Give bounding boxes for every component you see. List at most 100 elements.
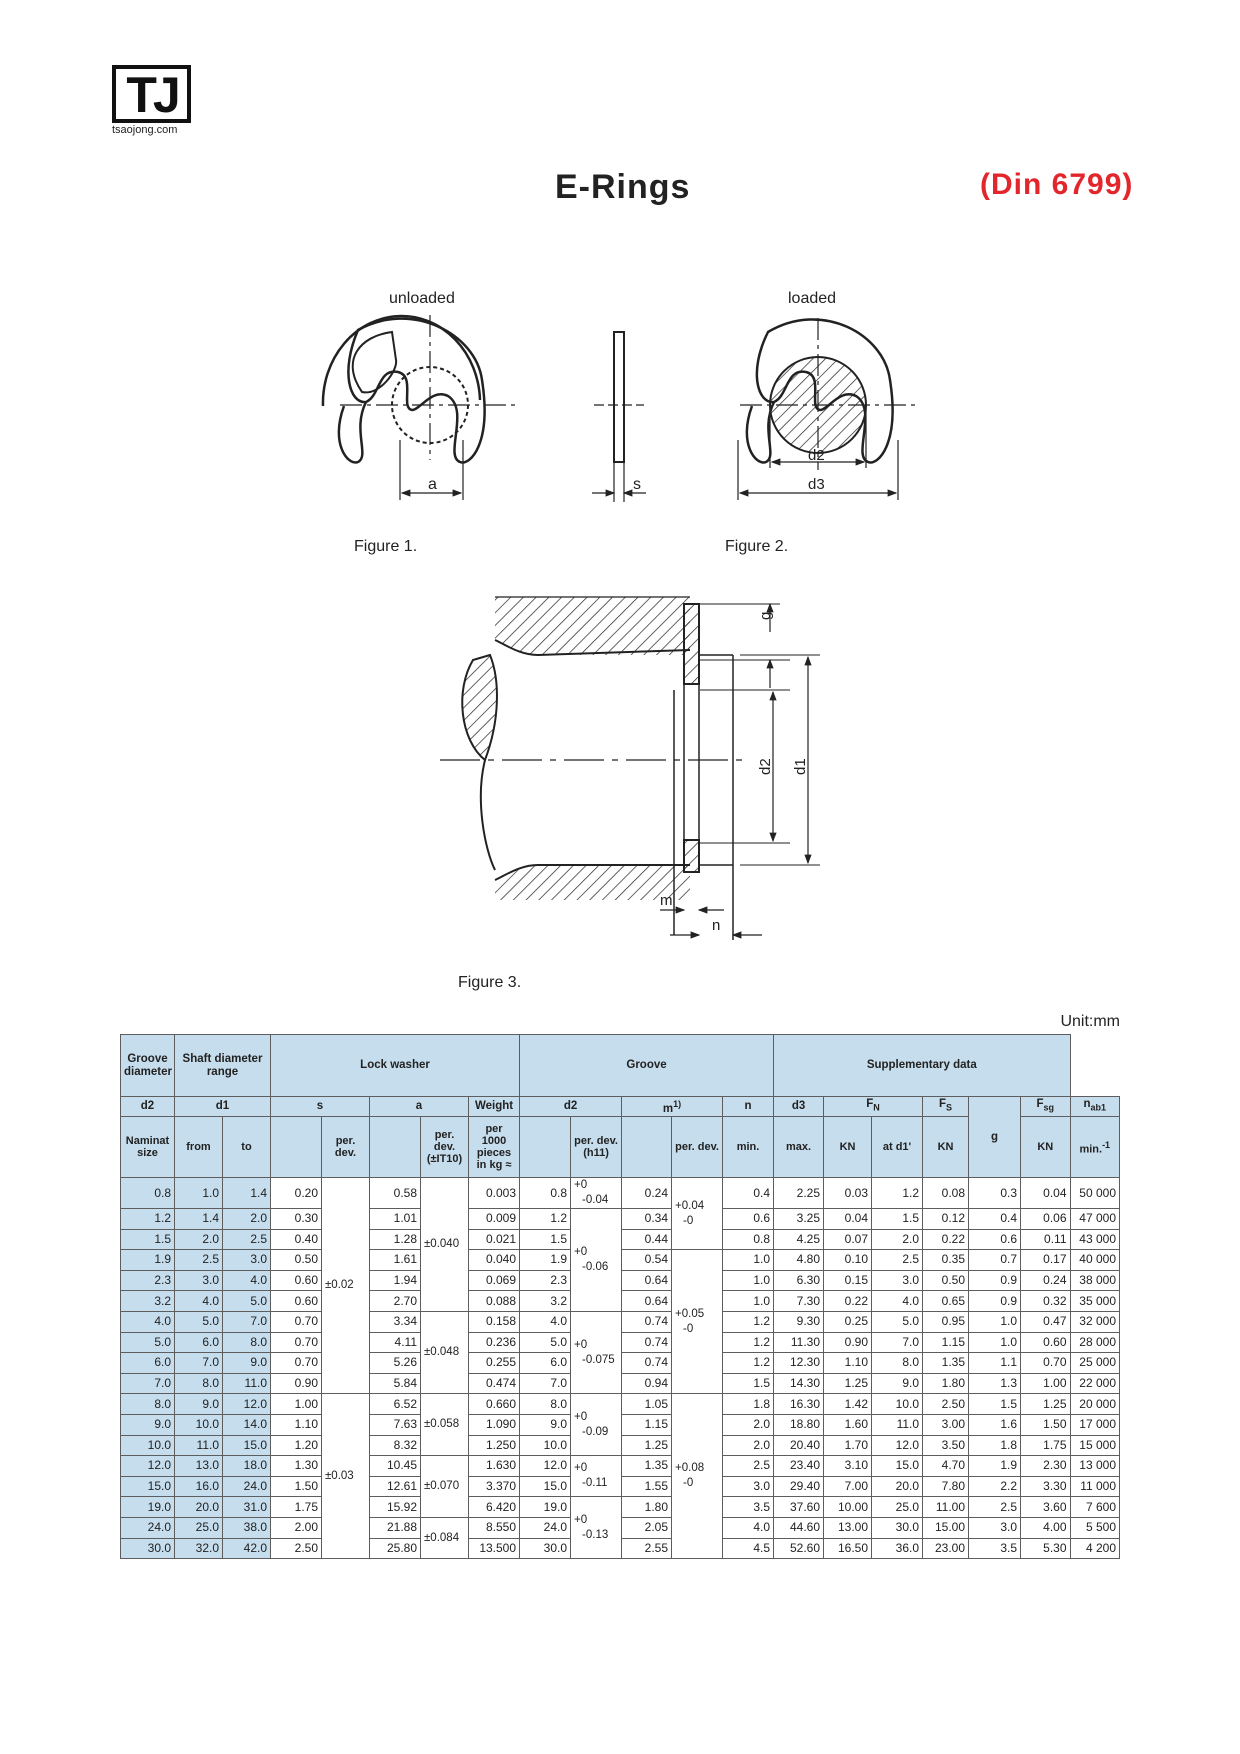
sym-fn-sub: N bbox=[873, 1102, 880, 1113]
cell: 22 000 bbox=[1069, 1372, 1121, 1395]
cell: 2.0 bbox=[174, 1228, 223, 1251]
cell: 1.5 bbox=[120, 1228, 175, 1251]
cell: 9.0 bbox=[222, 1352, 271, 1374]
cell: 1.70 bbox=[823, 1434, 873, 1457]
tolerance-d2-line: -0.09 bbox=[582, 1425, 609, 1438]
cell: 3.5 bbox=[722, 1496, 775, 1518]
dim-label-d3: d3 bbox=[808, 476, 825, 493]
cell: 0.040 bbox=[467, 1249, 521, 1271]
cell: 9.30 bbox=[773, 1310, 825, 1333]
cell: 20.0 bbox=[174, 1496, 223, 1518]
cell: 7 600 bbox=[1069, 1496, 1121, 1518]
cell: 2.5 bbox=[968, 1496, 1022, 1518]
tolerance-d2-line: +0 bbox=[574, 1179, 588, 1191]
sym-fs-sub: S bbox=[946, 1102, 953, 1113]
cell: 11.0 bbox=[871, 1413, 924, 1436]
cell: 0.04 bbox=[1020, 1177, 1071, 1209]
cell: 7.63 bbox=[369, 1413, 421, 1436]
sym-groove-d2: d2 bbox=[519, 1096, 623, 1117]
cell: 3.0 bbox=[871, 1269, 924, 1292]
cell: 0.32 bbox=[1020, 1290, 1071, 1312]
cell: 38.0 bbox=[222, 1516, 271, 1539]
standard-label: (Din 6799) bbox=[980, 168, 1134, 201]
cell: 8.32 bbox=[369, 1434, 421, 1457]
sym-nab: nab1 bbox=[1069, 1096, 1121, 1117]
cell: 3.0 bbox=[722, 1475, 775, 1498]
cell: 3.0 bbox=[222, 1249, 271, 1271]
cell: 14.30 bbox=[773, 1372, 825, 1395]
cell: 36.0 bbox=[871, 1537, 924, 1560]
cell: 4.0 bbox=[174, 1290, 223, 1312]
cell: 0.7 bbox=[968, 1249, 1022, 1271]
spec-table: Groove diameter Shaft diameter range Loc… bbox=[120, 1034, 1121, 1560]
figure-1-unloaded-ring: unloaded a Figure 1. bbox=[321, 290, 520, 555]
cell: 10.0 bbox=[871, 1393, 924, 1415]
cell: 1.55 bbox=[621, 1475, 673, 1498]
cell: 0.24 bbox=[621, 1177, 673, 1209]
sub-nab-min-sup: -1 bbox=[1102, 1139, 1111, 1150]
sym-fsg-text: F bbox=[1036, 1098, 1044, 1111]
sym-d3: d3 bbox=[773, 1096, 825, 1117]
cell: 0.12 bbox=[922, 1208, 970, 1230]
cell: 19.0 bbox=[120, 1496, 175, 1518]
technical-drawings: unloaded a Figure 1. s loaded d2 bbox=[321, 290, 920, 991]
tolerance-a-line: ±0.040 bbox=[424, 1237, 460, 1250]
cell: 13.00 bbox=[823, 1516, 873, 1539]
cell: 18.0 bbox=[222, 1455, 271, 1477]
cell: 50 000 bbox=[1069, 1177, 1121, 1209]
label-loaded: loaded bbox=[788, 290, 836, 307]
cell: 4.00 bbox=[1020, 1516, 1071, 1539]
cell: 2.3 bbox=[519, 1269, 572, 1292]
dim-label-g: g bbox=[757, 612, 774, 620]
cell: 8.0 bbox=[222, 1331, 271, 1354]
cell: 0.74 bbox=[621, 1352, 673, 1374]
tolerance-d2-line: -0.06 bbox=[582, 1260, 609, 1273]
cell: 0.22 bbox=[922, 1228, 970, 1251]
sub-m-empty bbox=[621, 1116, 673, 1178]
cell: 0.50 bbox=[922, 1269, 970, 1292]
cell: 0.17 bbox=[1020, 1249, 1071, 1271]
dim-label-a: a bbox=[428, 476, 437, 493]
cell: 0.4 bbox=[968, 1208, 1022, 1230]
cell: 0.22 bbox=[823, 1290, 873, 1312]
cell: 15.92 bbox=[369, 1496, 421, 1518]
cell: 0.10 bbox=[823, 1249, 873, 1271]
sub-n-min: min. bbox=[722, 1116, 775, 1178]
cell: 2.5 bbox=[871, 1249, 924, 1271]
sub-nab-min-text: min. bbox=[1079, 1143, 1103, 1156]
cell: 4.0 bbox=[120, 1310, 175, 1333]
cell: 0.6 bbox=[968, 1228, 1022, 1251]
cell: 42.0 bbox=[222, 1537, 271, 1560]
cell: 1.9 bbox=[968, 1455, 1022, 1477]
cell: 0.25 bbox=[823, 1310, 873, 1333]
cell: 15.0 bbox=[120, 1475, 175, 1498]
cell: 7.30 bbox=[773, 1290, 825, 1312]
cell: 2.5 bbox=[722, 1455, 775, 1477]
cell: 0.11 bbox=[1020, 1228, 1071, 1251]
cell: 1.0 bbox=[722, 1269, 775, 1292]
cell: 15 000 bbox=[1069, 1434, 1121, 1457]
cell: 24.0 bbox=[120, 1516, 175, 1539]
cell: 5.0 bbox=[519, 1331, 572, 1354]
cell: 17 000 bbox=[1069, 1413, 1121, 1436]
tolerance-s: ±0.03 bbox=[321, 1393, 370, 1560]
cell: 8.0 bbox=[519, 1393, 572, 1415]
cell: 1.42 bbox=[823, 1393, 873, 1415]
cell: 1.20 bbox=[270, 1434, 322, 1457]
cell: 1.61 bbox=[369, 1249, 421, 1271]
sub-fn-at: at d1' bbox=[871, 1116, 924, 1178]
cell: 1.10 bbox=[823, 1352, 873, 1374]
sub-nominal: Naminat size bbox=[120, 1116, 175, 1178]
sub-a-empty bbox=[369, 1116, 421, 1178]
cell: 9.0 bbox=[519, 1413, 572, 1436]
cell: 5.0 bbox=[174, 1310, 223, 1333]
header-groove: Groove bbox=[519, 1034, 775, 1097]
cell: 6.0 bbox=[519, 1352, 572, 1374]
header-shaft-range: Shaft diameter range bbox=[174, 1034, 271, 1097]
cell: 0.94 bbox=[621, 1372, 673, 1395]
tolerance-a: ±0.048 bbox=[420, 1310, 469, 1395]
cell: 1.05 bbox=[621, 1393, 673, 1415]
cell: 0.54 bbox=[621, 1249, 673, 1271]
